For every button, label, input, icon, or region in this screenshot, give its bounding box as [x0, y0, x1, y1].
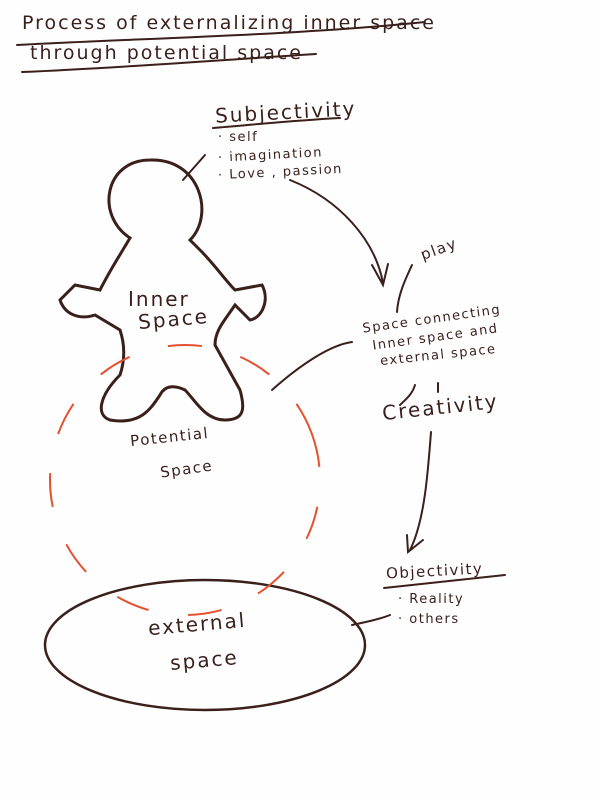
objectivity-item: · Reality — [398, 592, 465, 607]
objectivity-item: · others — [398, 612, 460, 627]
creativity-curve — [399, 384, 416, 406]
arrowhead-2 — [406, 534, 424, 554]
external-space-ellipse — [43, 578, 367, 712]
play-pointer — [396, 264, 413, 313]
title-underline-1 — [16, 21, 426, 46]
arrow-subjectivity-to-connecting — [289, 179, 384, 284]
inner-space-figure — [58, 158, 267, 423]
title-underline-2 — [21, 53, 317, 73]
title-line-2: through potential space — [30, 42, 303, 64]
arrowhead-1 — [371, 263, 389, 288]
subjectivity-underline — [212, 117, 341, 129]
title-line-1: Process of externalizing inner space — [22, 12, 436, 34]
potential-pointer — [271, 341, 353, 391]
objectivity-pointer — [351, 614, 391, 626]
inner-space-label-1: Inner — [128, 287, 190, 311]
potential-space-dashed-circle — [49, 344, 321, 616]
subjectivity-item: · self — [218, 130, 259, 145]
arrow-creativity-to-objectivity — [409, 431, 432, 551]
objectivity-underline — [383, 574, 506, 589]
subjectivity-pointer — [182, 154, 206, 181]
